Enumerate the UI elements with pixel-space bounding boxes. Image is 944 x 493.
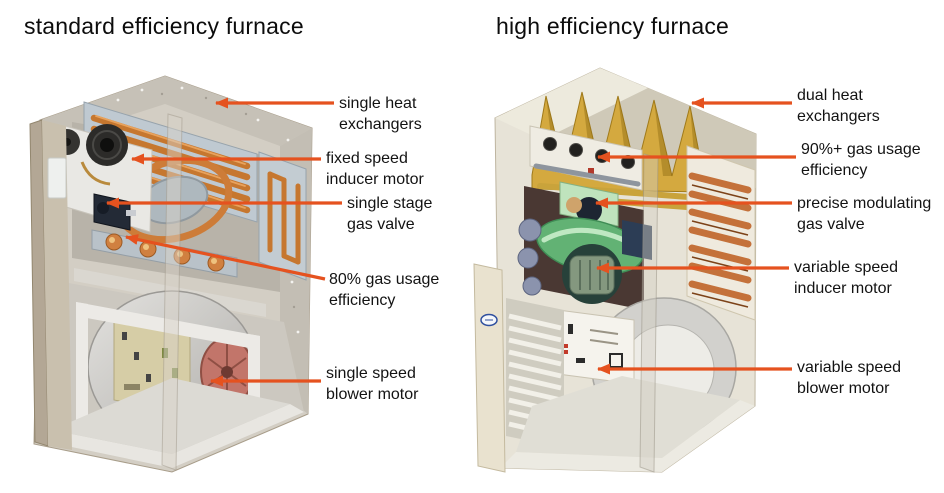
top-lid — [495, 68, 648, 140]
foil-insulation-top — [40, 76, 312, 146]
valve-port — [566, 197, 582, 213]
label-80-gas-usage-efficiency: 80% gas usage efficiency — [329, 271, 440, 309]
label-single-heat-exchangers: single heat exchangers — [339, 95, 422, 133]
label-single-speed-blower-motor: single speed blower motor — [326, 365, 419, 403]
high-efficiency-furnace-illustration — [473, 67, 757, 473]
motor-ring — [92, 130, 122, 160]
motor-shaft — [221, 366, 233, 378]
board-components — [564, 324, 623, 368]
cabinet-base — [38, 404, 304, 468]
label-precise-modulating-gas-valve: precise modulating gas valve — [797, 195, 932, 233]
burner-box — [529, 125, 643, 191]
label-variable-speed-inducer-motor: variable speed inducer motor — [794, 259, 899, 297]
condensate-fittings — [517, 218, 542, 296]
standard-furnace-illustration — [29, 75, 313, 473]
motor-hub — [100, 138, 114, 152]
left-wall — [42, 120, 72, 450]
brass-wire — [80, 161, 111, 186]
gas-manifold — [533, 163, 641, 187]
label-single-stage-gas-valve: single stage gas valve — [347, 195, 433, 233]
cabinet-base — [500, 400, 755, 472]
standard-furnace-title: standard efficiency furnace — [24, 13, 304, 39]
label-fixed-speed-inducer-motor: fixed speed inducer motor — [326, 150, 424, 188]
blower-control-board — [557, 309, 635, 385]
valve-fitting — [126, 210, 136, 216]
high-efficiency-furnace-title: high efficiency furnace — [496, 13, 730, 39]
door-switch-box — [47, 157, 67, 199]
front-door-panel — [473, 263, 506, 473]
secondary-exchanger-coils — [688, 172, 752, 302]
label-variable-speed-blower-motor: variable speed blower motor — [797, 359, 902, 397]
label-dual-heat-exchangers: dual heat exchangers — [797, 87, 880, 125]
pressure-switch-box — [622, 220, 652, 260]
igniter — [588, 168, 594, 177]
label-90plus-gas-usage-efficiency: 90%+ gas usage efficiency — [801, 141, 921, 179]
cabinet-floor — [516, 376, 740, 458]
valve-knob — [97, 202, 109, 214]
